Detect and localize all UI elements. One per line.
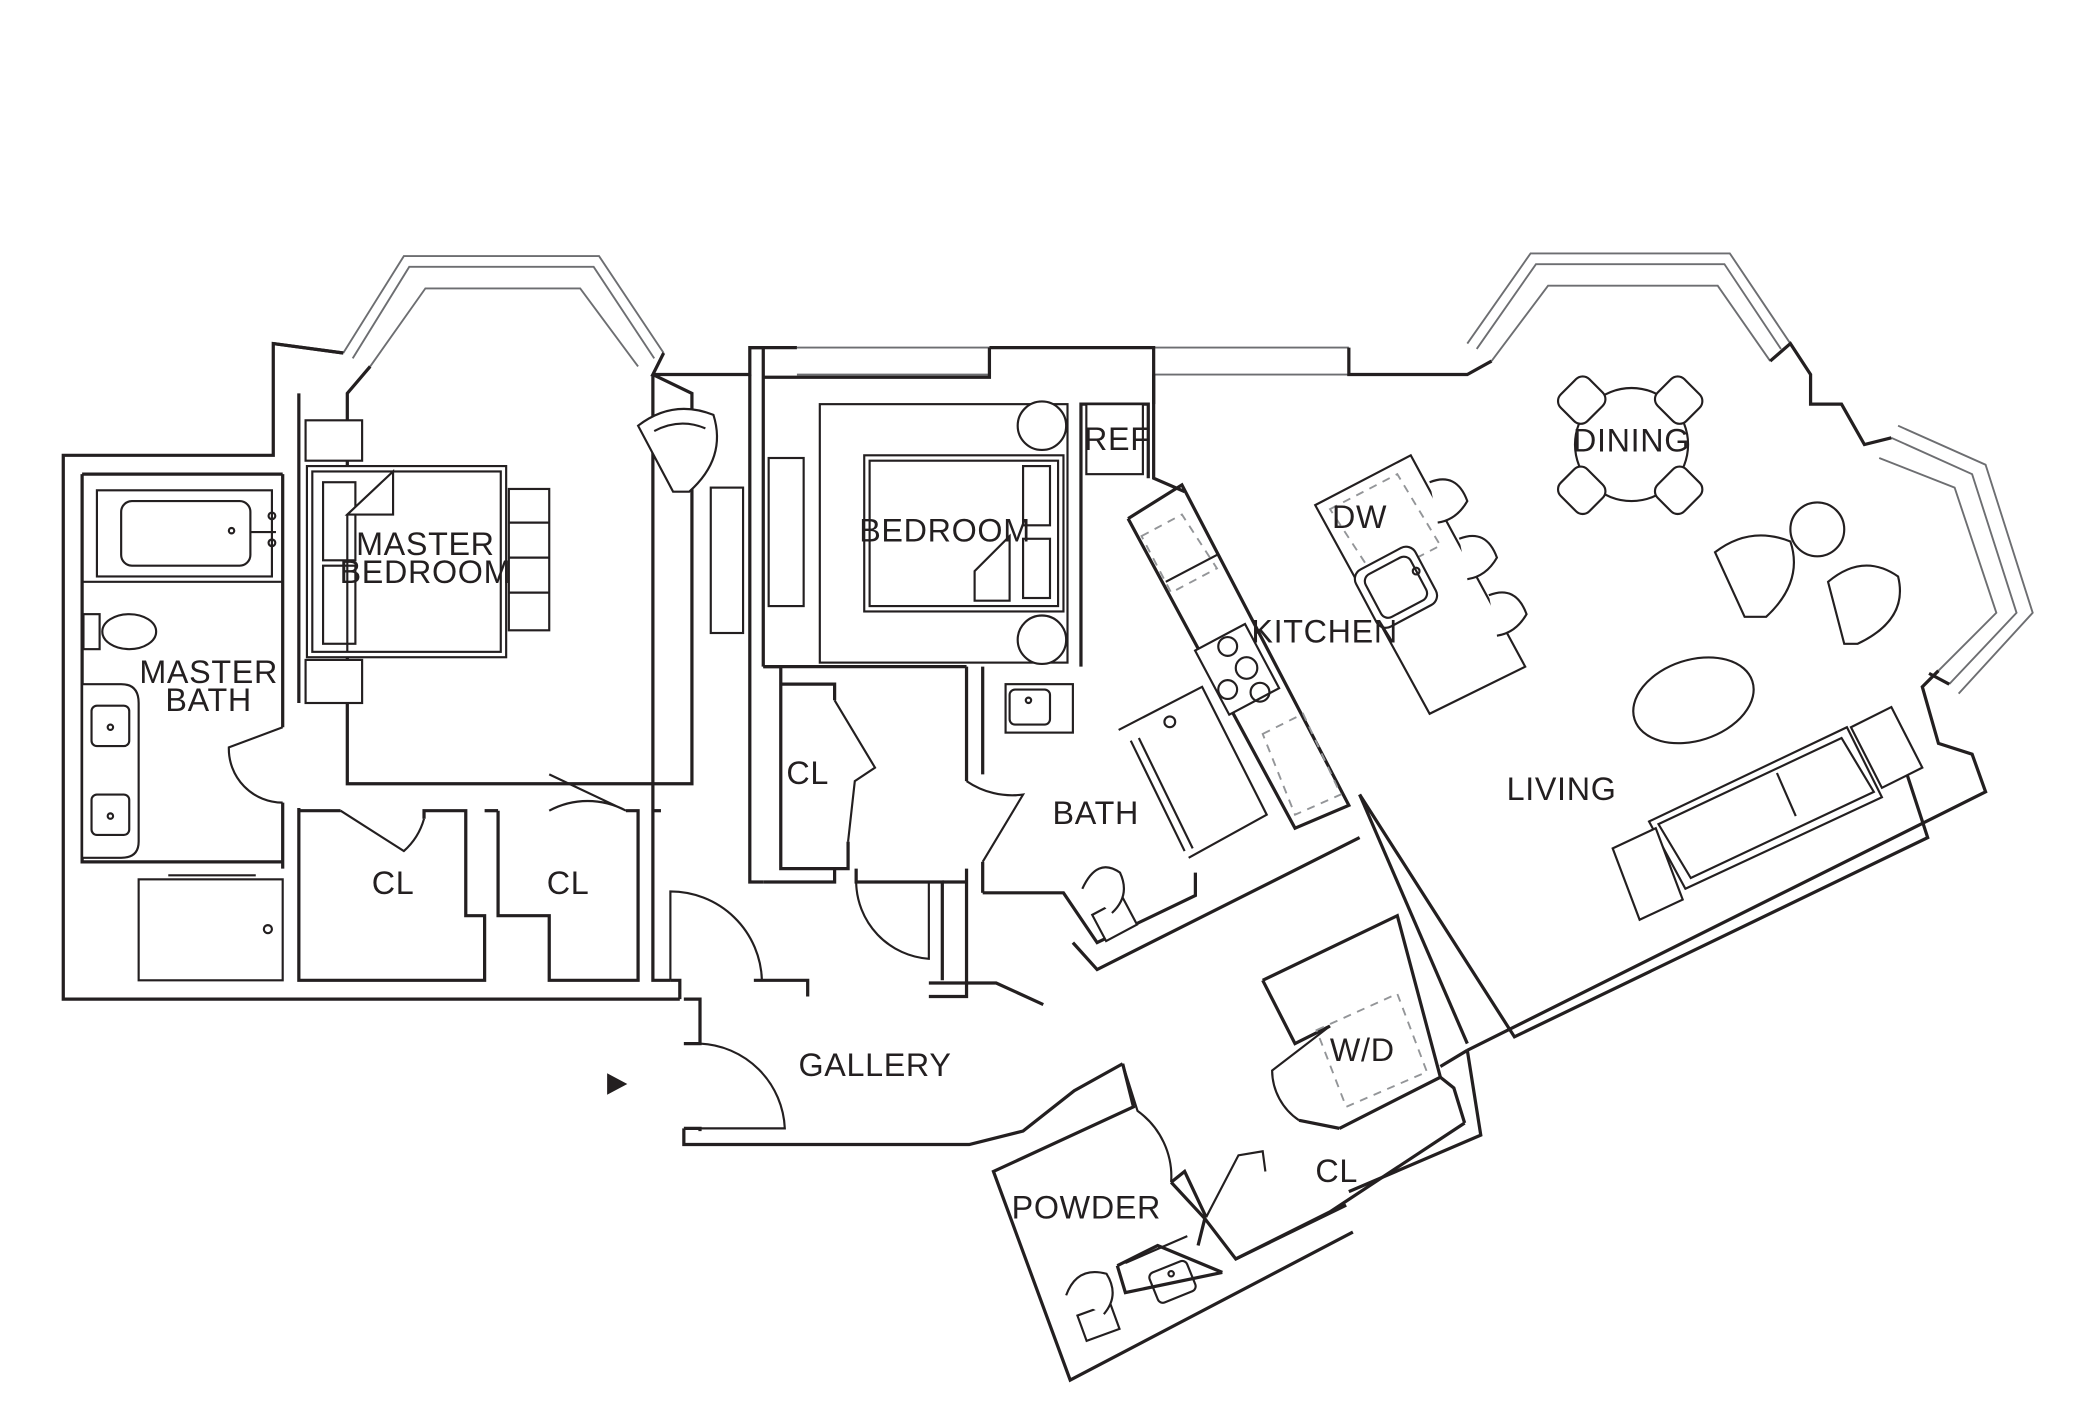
powder-label: POWDER bbox=[1012, 1190, 1161, 1226]
closet-label: CL bbox=[1315, 1153, 1358, 1189]
furniture bbox=[81, 375, 1924, 1343]
master-bedroom-label-line1: MASTER bbox=[356, 526, 495, 562]
master-bath-label-line2: BATH bbox=[165, 682, 251, 718]
ref-label: REF bbox=[1084, 421, 1151, 457]
kitchen-label: KITCHEN bbox=[1251, 613, 1397, 649]
master-bath-label-line1: MASTER bbox=[139, 654, 278, 690]
dw-label: DW bbox=[1332, 499, 1387, 535]
wd-label: W/D bbox=[1330, 1032, 1395, 1068]
dining-label: DINING bbox=[1573, 422, 1690, 458]
bath-label: BATH bbox=[1053, 795, 1139, 831]
triangle-arrow-icon bbox=[607, 1073, 628, 1095]
closet-label: CL bbox=[786, 755, 829, 791]
living-label: LIVING bbox=[1507, 771, 1617, 807]
doors bbox=[227, 699, 1331, 1218]
closet-label: CL bbox=[372, 865, 415, 901]
room-labels: MASTER BEDROOM MASTER BATH CL CL CL BEDR… bbox=[139, 421, 1690, 1226]
walls bbox=[61, 341, 1988, 1383]
gallery-label: GALLERY bbox=[798, 1047, 951, 1083]
bedroom-label: BEDROOM bbox=[859, 512, 1031, 548]
master-bedroom-label-line2: BEDROOM bbox=[340, 554, 512, 590]
closet-label: CL bbox=[547, 865, 590, 901]
